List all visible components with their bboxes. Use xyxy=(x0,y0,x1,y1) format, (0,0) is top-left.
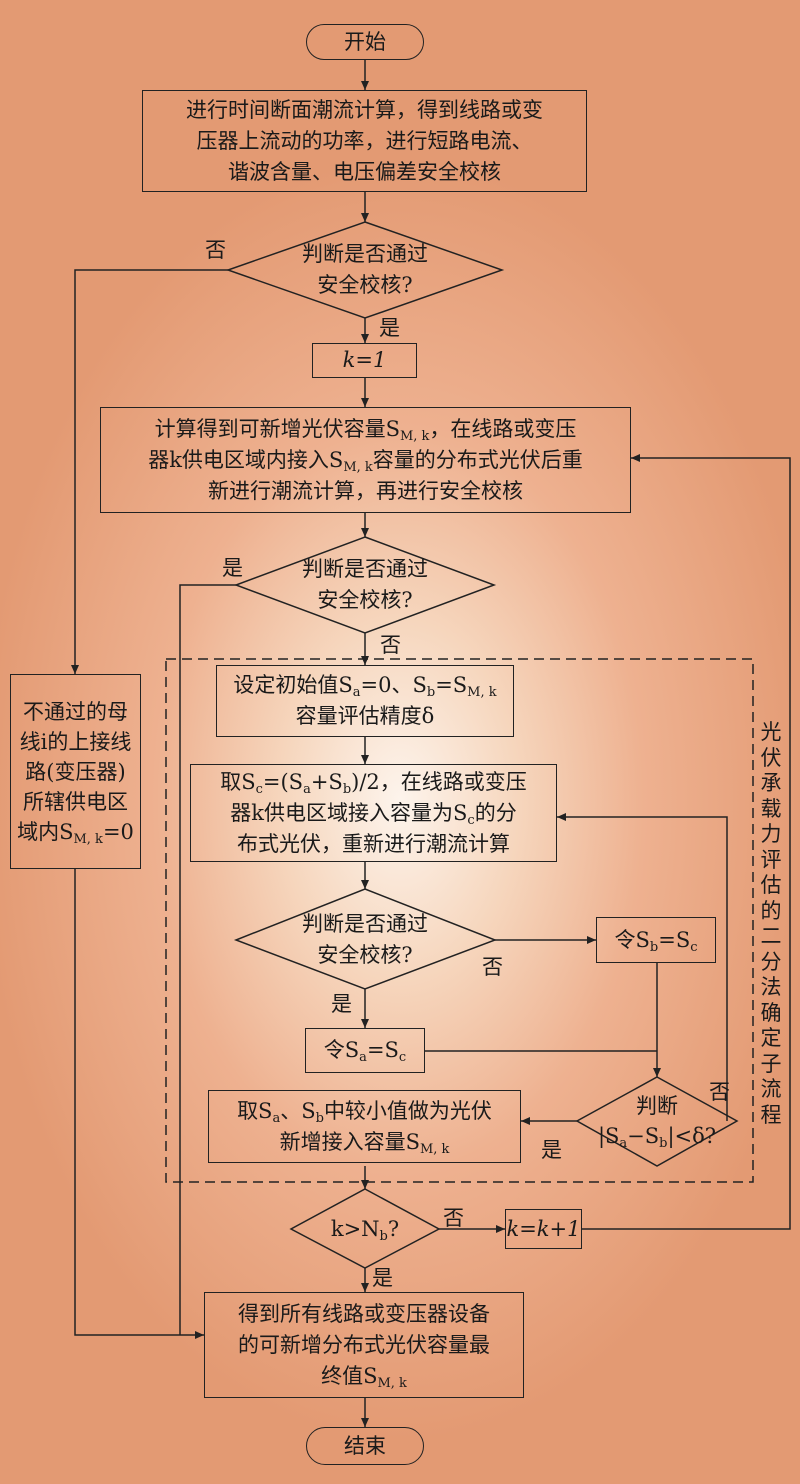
final-line-3: 终值SM, k xyxy=(321,1363,407,1391)
decision-4-line-1: 判断 xyxy=(636,1094,678,1118)
final-line-2: 的可新增分布式光伏容量最 xyxy=(238,1332,490,1357)
end-label: 结束 xyxy=(344,1433,386,1458)
power-flow-check-box: 进行时间断面潮流计算，得到线路或变 压器上流动的功率，进行短路电流、 谐波含量、… xyxy=(142,90,587,192)
set-sb-label: 令Sb=Sc xyxy=(614,927,698,955)
step1-line-3: 谐波含量、电压偏差安全校核 xyxy=(228,159,501,184)
start-label: 开始 xyxy=(344,29,386,54)
fail-line-3: 路(变压器) xyxy=(25,759,126,784)
decision-2-no-label: 否 xyxy=(380,633,401,657)
decision-5-shape xyxy=(289,1188,441,1269)
step1-line-1: 进行时间断面潮流计算，得到线路或变 xyxy=(186,97,543,122)
decision-3-line-1: 判断是否通过 xyxy=(302,912,428,936)
decision-1-line-1: 判断是否通过 xyxy=(302,242,428,266)
final-capacity-box: 得到所有线路或变压器设备 的可新增分布式光伏容量最 终值SM, k xyxy=(204,1292,524,1398)
set-sa-box: 令Sa=Sc xyxy=(305,1028,425,1073)
decision-1-line-2: 安全校核? xyxy=(317,273,413,297)
bisect-line-1: 取Sc=(Sa+Sb)/2，在线路或变压 xyxy=(220,769,527,797)
pick-line-2: 新增接入容量SM, k xyxy=(279,1129,450,1157)
fail-line-2: 线i的上接线 xyxy=(19,729,132,754)
k-init-box: k=1 xyxy=(312,343,417,378)
decision-5-no-label: 否 xyxy=(443,1206,464,1230)
pick-line-1: 取Sa、Sb中较小值做为光伏 xyxy=(237,1098,492,1126)
decision-5-text: k>Nb? xyxy=(305,1212,425,1246)
decision-2-line-1: 判断是否通过 xyxy=(302,557,428,581)
pick-smaller-box: 取Sa、Sb中较小值做为光伏 新增接入容量SM, k xyxy=(208,1090,521,1163)
init-line-2: 容量评估精度δ xyxy=(295,704,435,728)
k-init-label: k=1 xyxy=(342,348,387,372)
end-terminal: 结束 xyxy=(306,1427,424,1465)
decision-3-no-label: 否 xyxy=(482,955,503,979)
step1-line-2: 压器上流动的功率，进行短路电流、 xyxy=(196,128,533,153)
start-terminal: 开始 xyxy=(306,24,424,60)
subprocess-frame xyxy=(165,658,754,1183)
decision-5-yes-label: 是 xyxy=(372,1266,393,1290)
decision-3-text: 判断是否通过 安全校核? xyxy=(265,908,465,972)
fail-zero-capacity-box: 不通过的母 线i的上接线 路(变压器) 所辖供电区 域内SM, k=0 xyxy=(10,674,141,869)
fail-line-1: 不通过的母 xyxy=(23,699,128,724)
decision-2-text: 判断是否通过 安全校核? xyxy=(265,553,465,617)
decision-4-shape xyxy=(575,1076,739,1167)
subprocess-vertical-label: 光伏承载力评估的二分法确定子流程 xyxy=(760,720,782,1127)
step2-line-1: 计算得到可新增光伏容量SM, k，在线路或变压 xyxy=(154,416,577,444)
decision-1-no-label: 否 xyxy=(205,238,226,262)
decision-4-text: 判断 |Sa−Sb|<δ? xyxy=(592,1090,722,1152)
decision-3-yes-label: 是 xyxy=(331,992,352,1016)
bisect-line-2: 器k供电区域接入容量为Sc的分 xyxy=(230,800,517,828)
bisect-line-3: 布式光伏，重新进行潮流计算 xyxy=(237,831,510,856)
k-increment-label: k=k+1 xyxy=(506,1216,581,1241)
step2-line-2: 器k供电区域内接入SM, k容量的分布式光伏后重 xyxy=(148,447,583,475)
decision-3-shape xyxy=(233,888,498,990)
decision-1-shape xyxy=(225,221,505,319)
decision-1-yes-label: 是 xyxy=(379,316,400,340)
decision-5-label: k>Nb? xyxy=(330,1216,400,1244)
bisect-compute-box: 取Sc=(Sa+Sb)/2，在线路或变压 器k供电区域接入容量为Sc的分 布式光… xyxy=(190,764,557,862)
decision-1-text: 判断是否通过 安全校核? xyxy=(265,238,465,302)
decision-3-line-2: 安全校核? xyxy=(317,943,413,967)
fail-line-5: 域内SM, k=0 xyxy=(17,819,134,847)
decision-2-shape xyxy=(233,536,497,634)
decision-4-no-label: 否 xyxy=(709,1080,730,1104)
decision-2-line-2: 安全校核? xyxy=(317,588,413,612)
decision-2-yes-label: 是 xyxy=(222,556,243,580)
k-increment-box: k=k+1 xyxy=(505,1209,582,1249)
init-line-1: 设定初始值Sa=0、Sb=SM, k xyxy=(233,673,497,700)
fail-line-4: 所辖供电区 xyxy=(23,789,128,814)
compute-capacity-box: 计算得到可新增光伏容量SM, k，在线路或变压 器k供电区域内接入SM, k容量… xyxy=(100,407,631,513)
final-line-1: 得到所有线路或变压器设备 xyxy=(238,1301,490,1326)
step2-line-3: 新进行潮流计算，再进行安全校核 xyxy=(208,478,523,503)
decision-4-line-2: |Sa−Sb|<δ? xyxy=(597,1124,717,1151)
set-sa-label: 令Sa=Sc xyxy=(323,1038,407,1065)
decision-4-yes-label: 是 xyxy=(541,1138,562,1162)
init-values-box: 设定初始值Sa=0、Sb=SM, k 容量评估精度δ xyxy=(216,665,514,737)
set-sb-box: 令Sb=Sc xyxy=(596,917,716,963)
